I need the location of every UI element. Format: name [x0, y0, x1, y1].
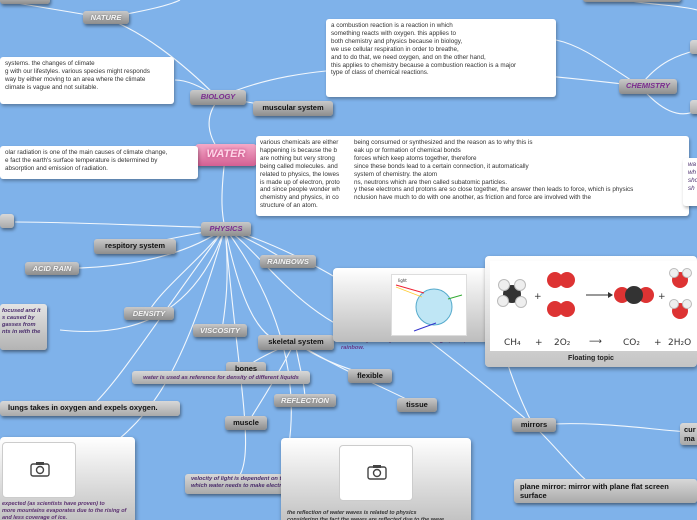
node-left-edge[interactable] [0, 214, 14, 228]
node-right-edge[interactable]: cur ma [680, 423, 697, 445]
formula-reactant-2: 2O₂ [554, 338, 571, 348]
carbon-dioxide-molecule-icon [614, 286, 654, 304]
formula-plus-2: + [654, 338, 662, 348]
water-molecule-icon [669, 268, 692, 319]
node-respiratory-system[interactable]: respitory system [94, 239, 176, 254]
node-lungs[interactable]: lungs takes in oxygen and expels oxygen. [0, 401, 180, 416]
camera-icon [30, 462, 50, 477]
node-biology[interactable]: BIOLOGY [190, 90, 246, 105]
node-flexible[interactable]: flexible [348, 369, 392, 383]
node-reflection[interactable]: REFLECTION [274, 394, 336, 407]
photo-card-left[interactable]: expected (as scientists have proven) to … [0, 437, 135, 520]
node-muscle[interactable]: muscle [225, 416, 267, 430]
light-refraction-diagram: light [391, 274, 467, 336]
node-density[interactable]: DENSITY [124, 307, 174, 320]
top-right-edge-node[interactable] [583, 0, 681, 2]
climate-ice-note: expected (as scientists have proven) to … [2, 501, 127, 520]
node-physics[interactable]: PHYSICS [201, 222, 251, 236]
note-chemistry-left: various chemicals are either happening i… [260, 139, 340, 210]
node-rainbows[interactable]: RAINBOWS [260, 255, 316, 268]
density-reference-note[interactable]: water is used as reference for density o… [132, 371, 310, 384]
note-chemistry-physics: various chemicals are either happening i… [256, 136, 689, 216]
formula-product-1: CO₂ [623, 338, 640, 348]
central-topic-water[interactable]: WATER [195, 144, 257, 166]
formula-plus-1: + [535, 338, 543, 348]
node-acid-rain[interactable]: ACID RAIN [25, 262, 79, 275]
image-placeholder-left[interactable] [2, 442, 76, 498]
acid-rain-note-box: focused and it s caused by gasses from n… [0, 304, 47, 350]
combustion-reaction-image: + + CH₄ + 2O₂ [490, 261, 697, 351]
note-right-edge: wa wh sho sh [683, 158, 697, 206]
node-right-edge-2[interactable] [690, 40, 697, 54]
photo-card-middle[interactable]: the reflection of water waves is related… [281, 438, 471, 520]
node-mirrors[interactable]: mirrors [512, 418, 556, 432]
oxygen-molecule-icon [547, 272, 575, 317]
note-chemistry-right: being consumed or synthesized and the re… [354, 139, 634, 202]
rainbow-image-card[interactable]: light [333, 268, 488, 342]
formula-reactant-1: CH₄ [504, 338, 521, 348]
node-chemistry[interactable]: CHEMISTRY [619, 79, 677, 94]
svg-text:+: + [658, 292, 666, 302]
note-combustion: a combustion reaction is a reaction in w… [326, 19, 556, 97]
node-plane-mirror[interactable]: plane mirror: mirror with plane flat scr… [514, 479, 697, 503]
wave-reflection-note: the reflection of water waves is related… [287, 510, 445, 520]
image-placeholder-middle[interactable] [339, 445, 413, 501]
node-right-edge-3[interactable] [690, 100, 697, 114]
node-nature[interactable]: NATURE [83, 11, 129, 24]
node-muscular-system[interactable]: muscular system [253, 101, 333, 116]
note-solar-radiation: olar radiation is one of the main causes… [0, 146, 198, 179]
formula-product-2: 2H₂O [668, 338, 692, 348]
svg-text:light: light [398, 278, 407, 283]
methane-molecule-icon [497, 279, 527, 308]
node-viscosity[interactable]: VISCOSITY [193, 324, 247, 337]
camera-icon [367, 465, 387, 480]
top-edge-node[interactable] [0, 0, 50, 4]
acid-rain-note: focused and it s caused by gasses from n… [2, 308, 41, 335]
node-skeletal-system[interactable]: skeletal system [258, 335, 334, 350]
node-tissue[interactable]: tissue [397, 398, 437, 412]
floating-topic-label: Floating topic [568, 355, 614, 362]
formula-arrow: ⟶ [589, 337, 602, 347]
methane-combustion-molecules: + + [497, 268, 692, 319]
svg-text:+: + [534, 292, 542, 302]
note-climate: systems. the changes of climate g with o… [0, 57, 174, 104]
floating-topic-card[interactable]: + + CH₄ + 2O₂ [485, 256, 697, 367]
